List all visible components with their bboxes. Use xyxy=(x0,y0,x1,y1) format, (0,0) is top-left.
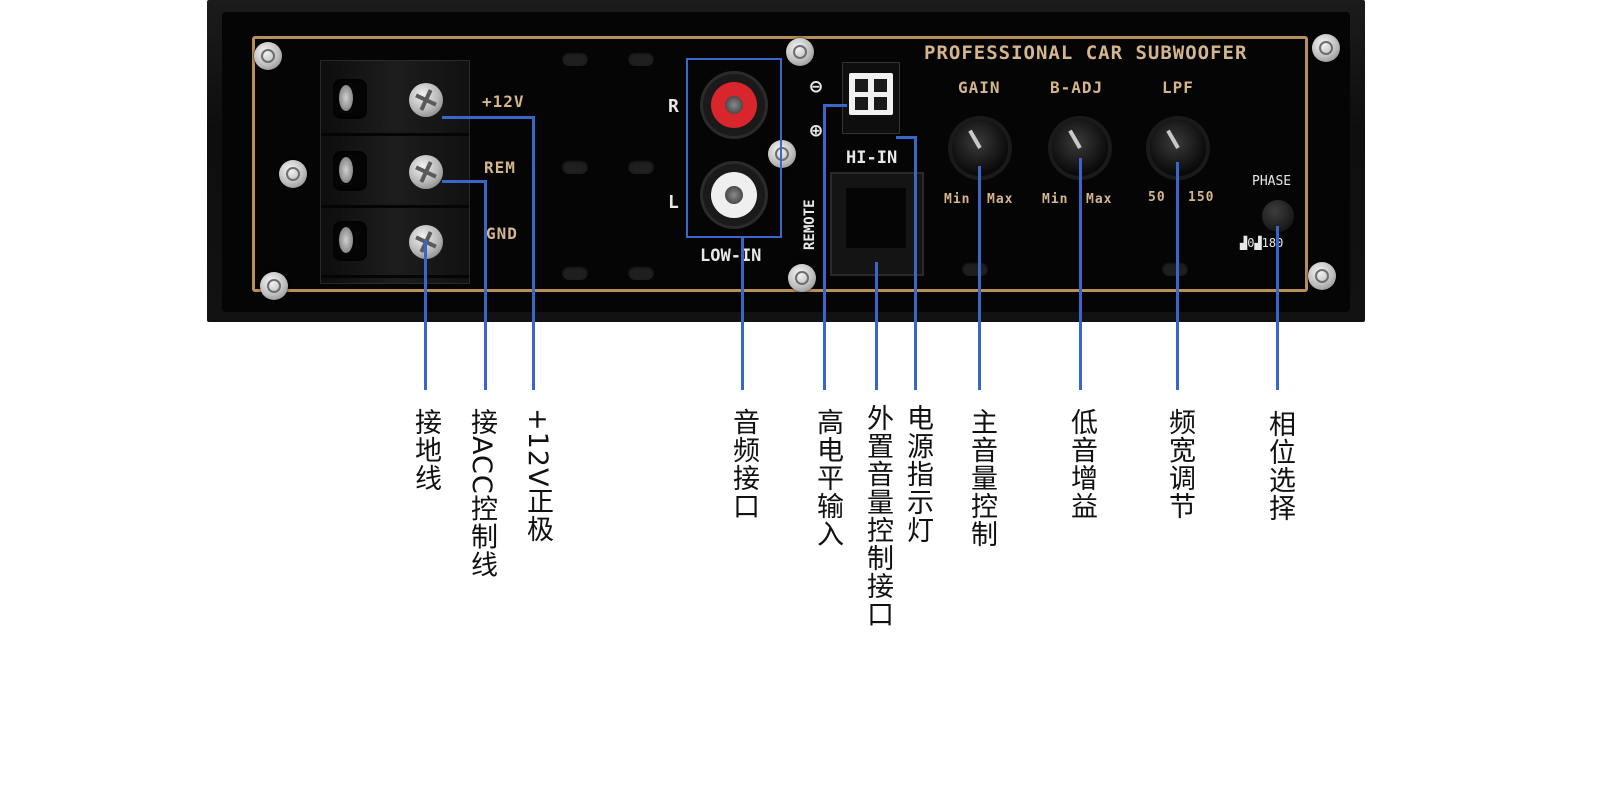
annotation-audio: 音频接口 xyxy=(728,408,759,520)
callout-line-bass-boost xyxy=(1079,158,1082,390)
callout-line-remote xyxy=(875,262,878,390)
vent-slot xyxy=(962,262,988,276)
panel-screw xyxy=(1308,262,1336,290)
panel-screw xyxy=(254,42,282,70)
label-badj-min: Min xyxy=(1042,192,1069,207)
rca-pin xyxy=(725,186,743,204)
annotation-ground: 接地线 xyxy=(410,408,441,492)
terminal-gnd[interactable] xyxy=(321,209,469,278)
label-phase-scale: ▟0▟180 xyxy=(1240,236,1284,250)
label-lpf: LPF xyxy=(1162,78,1194,97)
label-rca-right: R xyxy=(668,96,679,117)
rca-pin xyxy=(725,96,743,114)
terminal-screw-icon xyxy=(409,83,443,117)
label-gain: GAIN xyxy=(958,78,1001,97)
terminal-screw-icon xyxy=(409,155,443,189)
callout-line-hi-level xyxy=(823,104,826,390)
callout-line-acc xyxy=(484,180,487,390)
label-low-in: LOW-IN xyxy=(700,246,762,266)
label-lpf-min: 50 xyxy=(1148,190,1166,205)
vent-slot xyxy=(628,52,654,66)
annotation-freq: 频宽调节 xyxy=(1164,408,1195,520)
remote-rj-jack[interactable] xyxy=(830,172,924,276)
hi-in-connector[interactable] xyxy=(842,62,900,134)
annotation-acc: 接ACC控制线 xyxy=(466,408,497,579)
rca-left-jack[interactable] xyxy=(703,164,765,226)
label-badj-max: Max xyxy=(1086,192,1113,207)
callout-line-audio xyxy=(741,238,744,390)
terminal-hole xyxy=(333,151,367,191)
callout-line-power-led xyxy=(914,136,917,390)
rca-right-jack[interactable] xyxy=(703,74,765,136)
terminal-hole xyxy=(333,221,367,261)
panel-screw xyxy=(1312,34,1340,62)
callout-line-ground xyxy=(424,240,427,390)
callout-line-hi-level xyxy=(823,104,847,107)
label-plus12v: +12V xyxy=(482,92,525,111)
hi-in-pin xyxy=(855,97,868,110)
hi-in-pin xyxy=(855,79,868,92)
label-rca-left: L xyxy=(668,192,679,213)
vent-slot xyxy=(628,266,654,280)
annotation-plus12v: +12V正极 xyxy=(522,408,553,544)
callout-line-acc xyxy=(442,180,486,183)
hi-in-minus-icon: ⊖ xyxy=(810,74,823,98)
power-terminal-block xyxy=(320,60,470,284)
low-in-highlight-box xyxy=(686,58,782,238)
callout-line-volume xyxy=(978,166,981,390)
callout-line-plus12v xyxy=(442,116,534,119)
label-rem: REM xyxy=(484,158,516,177)
hi-in-pin xyxy=(874,79,887,92)
callout-line-freq xyxy=(1176,162,1179,390)
label-remote: REMOTE xyxy=(802,199,818,250)
vent-slot xyxy=(628,160,654,174)
label-hi-in: HI-IN xyxy=(846,148,898,168)
vent-slot xyxy=(1162,262,1188,276)
label-gain-max: Max xyxy=(987,192,1014,207)
vent-slot xyxy=(562,160,588,174)
gold-frame-border xyxy=(252,36,1308,292)
label-b-adj: B-ADJ xyxy=(1050,78,1104,97)
annotation-volume: 主音量控制 xyxy=(966,408,997,548)
label-gain-min: Min xyxy=(944,192,971,207)
label-phase: PHASE xyxy=(1252,174,1292,189)
annotation-hi-level: 高电平输入 xyxy=(812,408,843,548)
vent-slot xyxy=(562,266,588,280)
annotation-bass-boost: 低音增益 xyxy=(1066,408,1097,520)
brand-title: PROFESSIONAL CAR SUBWOOFER xyxy=(924,42,1248,64)
label-lpf-max: 150 xyxy=(1188,190,1215,205)
terminal-hole xyxy=(333,79,367,119)
vent-slot xyxy=(562,52,588,66)
annotation-remote: 外置音量控制接口 xyxy=(862,404,893,628)
callout-line-phase xyxy=(1276,226,1279,390)
hi-in-plug xyxy=(849,73,893,115)
callout-line-plus12v xyxy=(532,116,535,390)
terminal-rem[interactable] xyxy=(321,139,469,208)
hi-in-pin xyxy=(874,97,887,110)
panel-screw xyxy=(786,38,814,66)
callout-line-power-led xyxy=(896,136,916,139)
label-gnd: GND xyxy=(486,224,518,243)
annotation-phase: 相位选择 xyxy=(1264,410,1295,522)
annotation-power-led: 电源指示灯 xyxy=(902,404,933,544)
panel-screw xyxy=(279,160,307,188)
hi-in-plus-icon: ⊕ xyxy=(810,118,823,142)
panel-screw xyxy=(260,272,288,300)
panel-screw xyxy=(768,140,796,168)
panel-screw xyxy=(788,264,816,292)
terminal-plus12v[interactable] xyxy=(321,67,469,136)
